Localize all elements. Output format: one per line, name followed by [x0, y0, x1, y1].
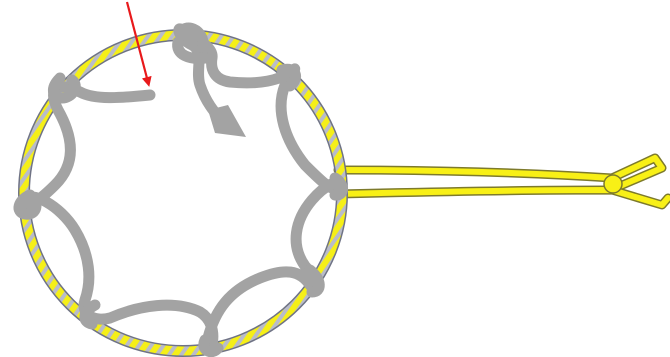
tail-knot: [604, 175, 622, 193]
direction-arrow: [208, 105, 246, 137]
tail: [338, 158, 668, 205]
